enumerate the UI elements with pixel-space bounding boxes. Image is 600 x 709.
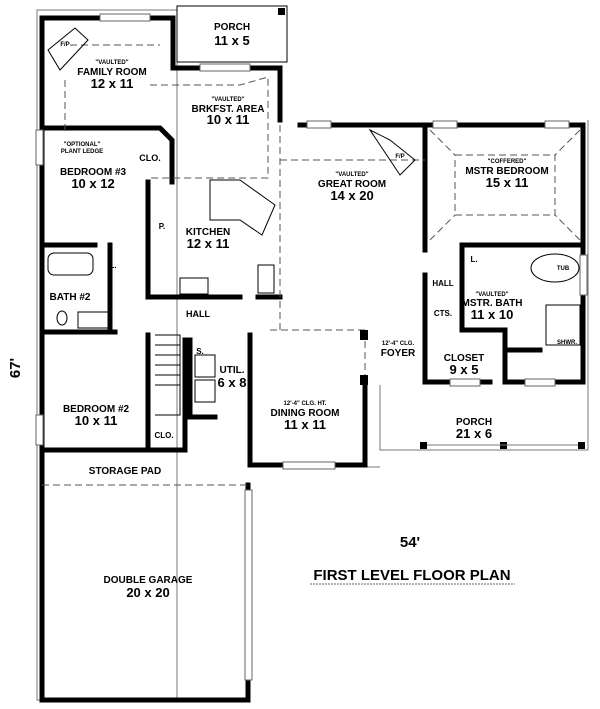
washer bbox=[194, 354, 216, 378]
closet-size: 9 x 5 bbox=[450, 362, 479, 377]
room-labels: PORCH 11 x 5 F/P "VAULTED" FAMILY ROOM 1… bbox=[50, 22, 578, 600]
porch-front-size: 21 x 6 bbox=[456, 426, 492, 441]
mbath-size: 11 x 10 bbox=[471, 307, 514, 322]
shower bbox=[545, 304, 581, 346]
great-note: "VAULTED" bbox=[335, 172, 368, 178]
porch-top-size: 11 x 5 bbox=[214, 33, 249, 48]
bedroom3-size: 10 x 12 bbox=[71, 176, 114, 191]
storage-s-label: S. bbox=[196, 347, 204, 356]
pantry-label: P. bbox=[159, 222, 166, 231]
family-fp-label: F/P bbox=[60, 42, 69, 48]
bedroom3-name: BEDROOM #3 bbox=[60, 167, 127, 178]
refrigerator bbox=[257, 264, 275, 294]
foyer-name: FOYER bbox=[381, 348, 416, 359]
dining-size: 11 x 11 bbox=[284, 417, 326, 432]
foyer-note: 12'-4" CLG. bbox=[382, 341, 415, 347]
utility-size: 6 x 8 bbox=[218, 375, 247, 390]
great-fp-label: F/P bbox=[395, 154, 404, 160]
depth-dimension: 67' bbox=[7, 358, 24, 378]
master-tub bbox=[530, 253, 580, 283]
bath2-linen: L. bbox=[109, 261, 116, 270]
closet-name: CLOSET bbox=[444, 353, 485, 364]
utility-name: UTIL. bbox=[220, 365, 245, 376]
kitchen-name: KITCHEN bbox=[186, 227, 230, 238]
kitchen-size: 12 x 11 bbox=[187, 236, 230, 251]
hall-name: HALL bbox=[186, 309, 210, 319]
toilet bbox=[56, 310, 68, 326]
dining-note: 12'-4" CLG. HT. bbox=[284, 401, 327, 407]
stairs bbox=[155, 334, 181, 416]
porch-columns bbox=[420, 442, 585, 449]
mbath-name: MSTR. BATH bbox=[462, 298, 523, 309]
bedroom3-closet: CLO. bbox=[139, 153, 161, 163]
great-room-size: 14 x 20 bbox=[330, 188, 373, 203]
garage-size: 20 x 20 bbox=[126, 585, 169, 600]
kitchen-island bbox=[209, 179, 276, 236]
plan-title: FIRST LEVEL FLOOR PLAN bbox=[313, 567, 510, 584]
bedroom2-size: 10 x 11 bbox=[75, 413, 118, 428]
dining-name: DINING ROOM bbox=[271, 408, 340, 419]
family-room-name: FAMILY ROOM bbox=[77, 67, 146, 78]
bath2-name: BATH #2 bbox=[50, 292, 91, 303]
ceiling-lines bbox=[42, 44, 581, 486]
great-room-fireplace bbox=[368, 128, 416, 176]
brkfst-name: BRKFST. AREA bbox=[192, 104, 265, 115]
bath-sink bbox=[77, 311, 109, 329]
mbath-linen: L. bbox=[470, 255, 477, 264]
mstr-bed-size: 15 x 11 bbox=[486, 175, 529, 190]
mstr-bed-note: "COFFERED" bbox=[488, 159, 527, 165]
range bbox=[179, 277, 209, 295]
mbath-note: "VAULTED" bbox=[475, 292, 508, 298]
bathtub bbox=[47, 252, 94, 276]
bedroom2-name: BEDROOM #2 bbox=[63, 404, 130, 415]
width-dimension: 54' bbox=[400, 534, 420, 551]
great-room-name: GREAT ROOM bbox=[318, 179, 386, 190]
master-hall-name: HALL bbox=[432, 279, 453, 288]
cts-label: CTS. bbox=[434, 309, 452, 318]
brkfst-note: "VAULTED" bbox=[211, 97, 244, 103]
brkfst-size: 10 x 11 bbox=[207, 112, 250, 127]
family-note: "VAULTED" bbox=[95, 60, 128, 66]
tub-label: TUB bbox=[557, 266, 570, 272]
bedroom2-closet: CLO. bbox=[154, 431, 173, 440]
shower-label: SHWR. bbox=[557, 340, 577, 346]
fixtures bbox=[47, 27, 581, 416]
family-room-size: 12 x 11 bbox=[91, 76, 134, 91]
storage-pad-name: STORAGE PAD bbox=[89, 466, 161, 477]
mstr-bed-name: MSTR BEDROOM bbox=[465, 166, 548, 177]
porch-top-name: PORCH bbox=[214, 22, 250, 33]
walls bbox=[39, 15, 586, 703]
garage-name: DOUBLE GARAGE bbox=[104, 575, 193, 586]
porch-front-name: PORCH bbox=[456, 417, 492, 428]
windows bbox=[35, 13, 588, 681]
family-fireplace bbox=[47, 27, 89, 71]
plant-ledge-1: "OPTIONAL" bbox=[64, 142, 101, 148]
dryer bbox=[194, 379, 216, 403]
plant-ledge-2: PLANT LEDGE bbox=[61, 149, 103, 155]
